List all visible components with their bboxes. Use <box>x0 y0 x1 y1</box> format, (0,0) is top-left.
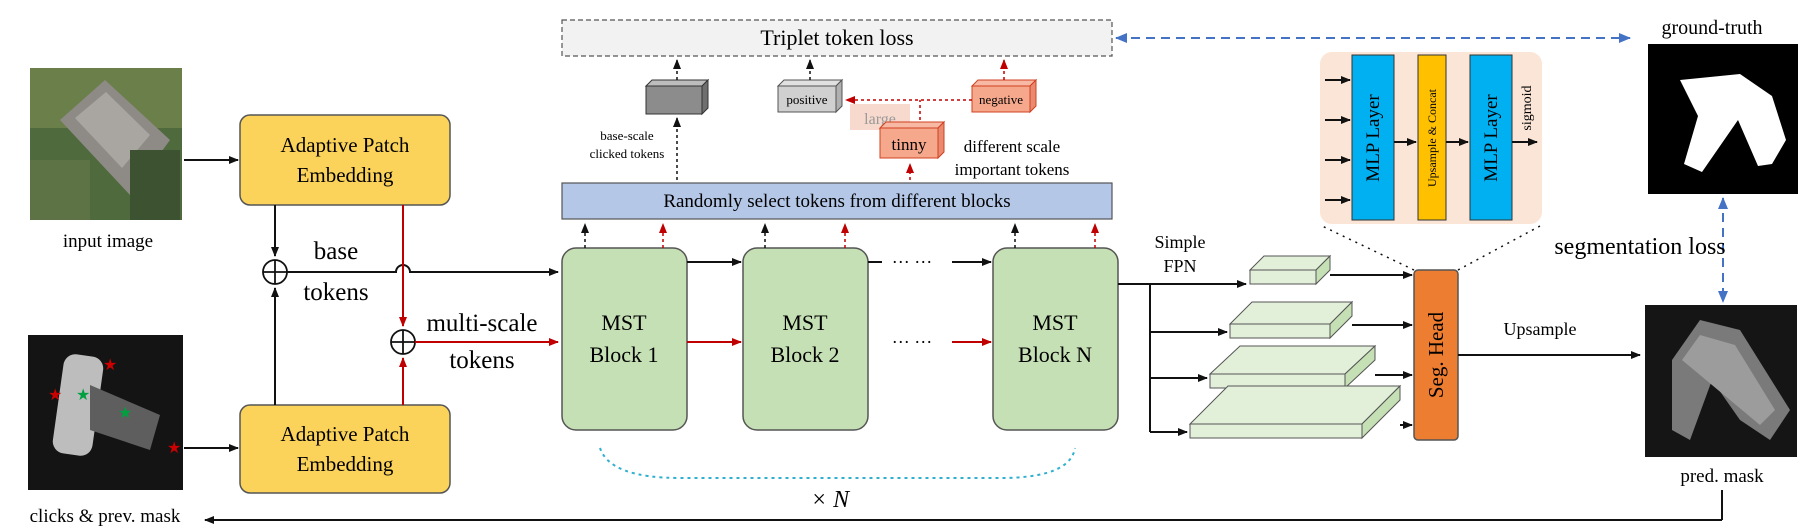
mst-block-1-line1: MST <box>601 310 647 335</box>
green-star-icon: ★ <box>118 405 132 422</box>
fpn-layer-3 <box>1208 344 1377 390</box>
repeat-label: × N <box>811 487 851 513</box>
ground-truth-image <box>1648 44 1798 194</box>
mst-block-n: MST Block N <box>992 247 1119 431</box>
mst-block-2-line1: MST <box>782 310 828 335</box>
triplet-loss-box <box>561 19 1113 57</box>
seg-head-label: Seg. Head <box>1424 311 1448 398</box>
red-star-icon: ★ <box>48 387 62 404</box>
embedding-top-line1: Adaptive Patch <box>281 133 410 157</box>
clicks-mask-label: clicks & prev. mask <box>30 506 181 527</box>
mst-block-2: MST Block 2 <box>742 247 869 431</box>
positive-token-cube <box>776 78 844 114</box>
fpn-layer-1 <box>1248 254 1332 286</box>
random-select-label: Randomly select tokens from different bl… <box>663 191 1010 212</box>
red-star-icon: ★ <box>167 440 181 457</box>
adaptive-patch-embedding-bottom <box>239 404 451 494</box>
mlp-layer-1 <box>1351 54 1395 221</box>
mlp-layer-1-label: MLP Layer <box>1363 94 1384 182</box>
positive-label: positive <box>786 92 827 107</box>
base-scale-label-line2: clicked tokens <box>590 146 665 161</box>
embedding-bottom-line1: Adaptive Patch <box>281 422 410 446</box>
embedding-bottom-line2: Embedding <box>297 452 394 476</box>
segmentation-loss-label: segmentation loss <box>1554 234 1725 260</box>
triplet-loss-label: Triplet token loss <box>760 25 913 50</box>
base-tokens-label-line1: base <box>314 238 358 265</box>
mlp-layer-2-label: MLP Layer <box>1481 94 1502 182</box>
input-image-label: input image <box>63 231 153 252</box>
mst-block-1-line2: Block 1 <box>589 342 658 367</box>
pred-mask-label: pred. mask <box>1680 466 1764 487</box>
mlp-layer-2 <box>1469 54 1513 221</box>
ground-truth-label: ground-truth <box>1661 17 1762 39</box>
pred-mask-image <box>1645 305 1797 457</box>
different-scale-label-line2: important tokens <box>955 160 1070 179</box>
red-star-icon: ★ <box>103 357 117 374</box>
random-select-bar <box>561 182 1113 220</box>
multiscale-tokens-label-line1: multi-scale <box>426 310 537 337</box>
green-star-icon: ★ <box>76 387 90 404</box>
ellipsis-bottom: ··· ··· <box>892 332 932 352</box>
embedding-top-line2: Embedding <box>297 163 394 187</box>
base-scale-label-line1: base-scale <box>600 128 654 143</box>
base-tokens-label-line2: tokens <box>303 279 368 306</box>
repeat-loop <box>599 447 1076 479</box>
mst-block-2-line2: Block 2 <box>770 342 839 367</box>
adaptive-patch-embedding-top <box>239 114 451 206</box>
upsample-concat-label: Upsample & Concat <box>1425 88 1439 187</box>
upsample-concat-block <box>1417 54 1447 221</box>
fpn-label-line1: Simple <box>1154 232 1205 252</box>
mst-block-n-line2: Block N <box>1018 342 1092 367</box>
fpn-layer-2 <box>1228 300 1354 340</box>
mst-block-n-line1: MST <box>1032 310 1078 335</box>
tinny-token-cube <box>878 120 946 160</box>
negative-label: negative <box>979 92 1023 107</box>
sigmoid-label: sigmoid <box>1520 85 1535 130</box>
mst-block-1: MST Block 1 <box>561 247 688 431</box>
upsample-label: Upsample <box>1504 319 1577 339</box>
different-scale-label-line1: different scale <box>964 137 1060 156</box>
fpn-layer-4 <box>1188 384 1402 440</box>
fpn-label-line2: FPN <box>1163 256 1196 276</box>
clicks-mask-image: ★ ★ ★ ★ ★ <box>28 335 183 490</box>
tinny-label: tinny <box>892 135 927 154</box>
input-image <box>30 68 182 220</box>
negative-token-cube <box>970 78 1038 114</box>
ellipsis-top: ··· ··· <box>892 252 932 272</box>
multiscale-tokens-label-line2: tokens <box>449 347 514 374</box>
base-scale-token-cube <box>644 78 710 116</box>
